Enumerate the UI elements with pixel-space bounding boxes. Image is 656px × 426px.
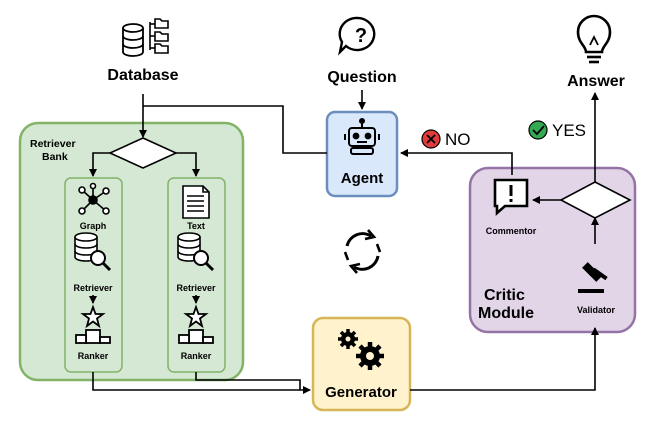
svg-text:?: ? [355, 25, 367, 47]
podium-icon [178, 329, 214, 344]
retriever-bank-label-2: Bank [42, 151, 68, 163]
check-circle-icon [528, 120, 548, 140]
star-icon [183, 304, 209, 329]
graph-icon [78, 182, 110, 215]
robot-icon [344, 118, 380, 155]
commentor-label: Commentor [486, 226, 537, 236]
document-icon [182, 185, 210, 219]
text-retriever-label: Retriever [176, 283, 216, 293]
search-database-icon [177, 232, 215, 272]
text-ranker-label: Ranker [181, 351, 212, 361]
x-circle-icon [421, 129, 441, 149]
folder-tree-icon [149, 18, 169, 54]
lightbulb-icon [576, 14, 612, 64]
generator-label: Generator [325, 384, 397, 401]
search-database-icon [74, 232, 112, 272]
graph-label: Graph [80, 221, 107, 231]
graph-retriever-label: Retriever [73, 283, 113, 293]
yes-label: YES [552, 121, 586, 140]
critic-label-2: Module [478, 305, 534, 322]
gears-icon [338, 329, 384, 370]
gavel-icon [578, 262, 608, 293]
graph-ranker-label: Ranker [78, 351, 109, 361]
critic-label-1: Critic [484, 287, 525, 304]
star-icon [80, 304, 106, 329]
database-icon [122, 23, 144, 57]
retriever-bank-label-1: Retriever [30, 138, 76, 150]
no-label: NO [445, 130, 471, 149]
connectors [89, 90, 599, 394]
question-label: Question [327, 69, 396, 86]
question-bubble-icon: ? [338, 16, 376, 56]
router-diamond [108, 137, 178, 169]
podium-icon [75, 329, 111, 344]
alert-comment-icon [493, 178, 529, 216]
agent-label: Agent [341, 170, 384, 187]
validator-label: Validator [577, 305, 616, 315]
database-label: Database [107, 67, 178, 84]
answer-label: Answer [567, 73, 625, 90]
cycle-arrows-icon [343, 229, 382, 274]
validation-diamond [559, 181, 632, 219]
text-label: Text [187, 221, 205, 231]
